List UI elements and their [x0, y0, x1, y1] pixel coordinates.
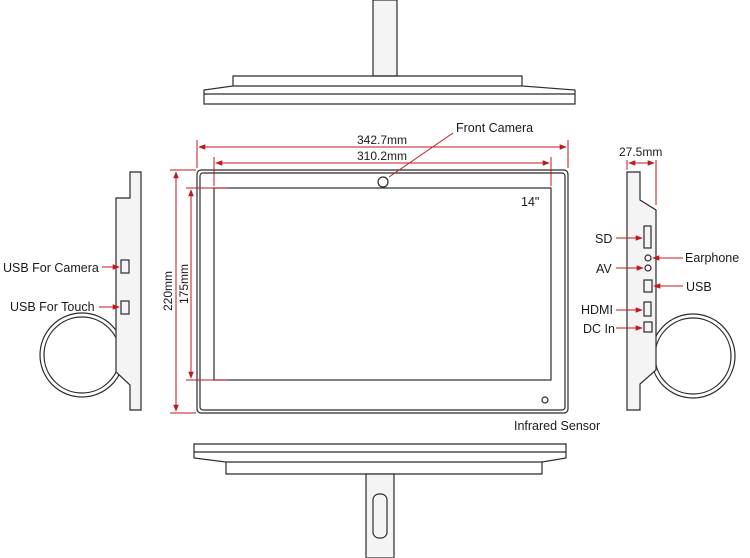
hdmi-port	[643, 301, 652, 317]
screen-size-label: 14"	[521, 195, 539, 209]
dimension-depth: 27.5mm	[619, 145, 662, 205]
front-bezel	[196, 169, 569, 414]
hdmi-label: HDMI	[581, 303, 613, 317]
av-port	[644, 264, 652, 272]
top-view	[203, 0, 576, 105]
hdmi-callout: HDMI	[581, 303, 643, 317]
usb-label: USB	[686, 280, 712, 294]
usb-camera-callout: USB For Camera	[3, 261, 120, 275]
infrared-sensor-label: Infrared Sensor	[514, 419, 600, 433]
overall-width-label: 342.7mm	[357, 133, 407, 147]
av-label: AV	[596, 262, 612, 276]
display-area	[213, 187, 552, 381]
bottom-view	[193, 443, 567, 558]
left-side-view	[39, 171, 142, 411]
top-view-mount-pole	[372, 0, 398, 77]
dc-in-port	[643, 321, 653, 333]
av-callout: AV	[596, 262, 644, 276]
dimension-overall-width: 342.7mm	[196, 133, 569, 168]
front-camera-label: Front Camera	[456, 121, 533, 135]
right-side-view	[626, 171, 736, 411]
usb-touch-callout: USB For Touch	[10, 300, 120, 314]
dimension-overall-height: 220mm	[161, 169, 196, 414]
top-view-body	[203, 75, 576, 105]
front-view	[196, 169, 569, 414]
sd-callout: SD	[595, 232, 643, 246]
usb-touch-port	[120, 300, 130, 315]
usb-port	[643, 279, 653, 293]
screen-width-label: 310.2mm	[357, 149, 407, 163]
earphone-label: Earphone	[685, 251, 739, 265]
sd-slot	[643, 225, 652, 249]
dimension-screen-width: 310.2mm	[213, 149, 552, 186]
infrared-sensor-icon	[541, 396, 549, 404]
dimension-screen-height: 175mm	[177, 187, 228, 381]
dc-in-callout: DC In	[583, 322, 643, 336]
bottom-view-mount-pole	[365, 473, 395, 558]
depth-label: 27.5mm	[619, 145, 662, 159]
front-camera-icon	[377, 176, 389, 188]
overall-height-label: 220mm	[161, 271, 175, 311]
sd-label: SD	[595, 232, 612, 246]
usb-callout: USB	[653, 280, 712, 294]
front-bezel-inner	[199, 172, 566, 411]
left-side-body	[115, 171, 142, 411]
earphone-callout: Earphone	[652, 251, 739, 265]
usb-for-touch-label: USB For Touch	[10, 300, 95, 314]
earphone-port	[644, 254, 652, 262]
usb-for-camera-label: USB For Camera	[3, 261, 99, 275]
bottom-view-body	[193, 443, 567, 475]
usb-camera-port	[120, 259, 130, 274]
left-mount-ring	[39, 312, 125, 398]
dc-in-label: DC In	[583, 322, 615, 336]
screen-height-label: 175mm	[177, 264, 191, 304]
front-camera-callout: Front Camera	[388, 121, 533, 178]
right-mount-ring	[650, 313, 736, 399]
